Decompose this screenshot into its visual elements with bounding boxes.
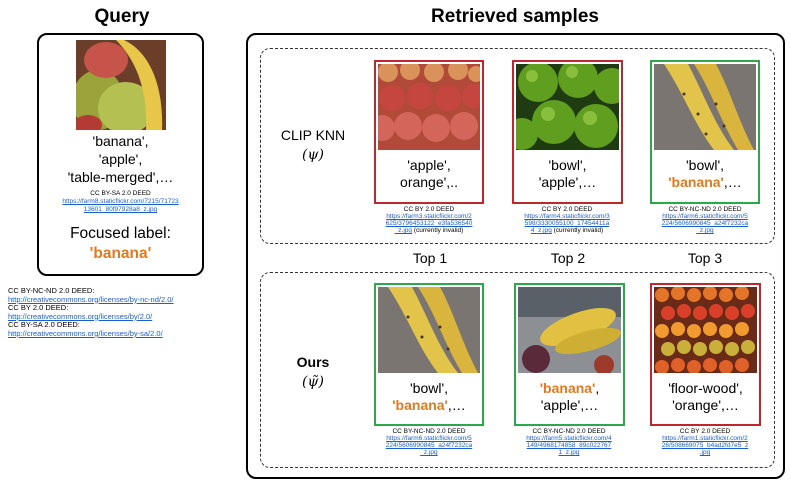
clip-card-1-label-2: orange',.. [400,174,458,190]
clip-1-license: CC BY 2.0 DEED [403,206,455,213]
clip-2-url-3-link[interactable]: 4_z.jpg [530,227,552,234]
clip-card-3-label-2: 'banana',… [652,174,758,191]
ours-card-1-label-1: 'bowl', [409,380,449,396]
legend-name-3: CC BY-SA 2.0 DEED: [8,320,80,330]
apples-oranges-photo-icon [378,64,480,150]
query-image [76,40,166,130]
clip-1-url-1[interactable]: https://farm3.staticflickr.com/2 [386,213,472,220]
fruit-photo-icon [76,40,166,130]
clip-3-license: CC BY-NC-ND 2.0 DEED [668,206,742,213]
ours-card-3-label-2: 'orange',… [672,397,739,413]
legend-url-1[interactable]: http://creativecommons.org/licenses/by-n… [8,294,174,304]
query-label-1: 'banana', [92,133,149,149]
legend-name-1: CC BY-NC-ND 2.0 DEED: [8,286,95,295]
legend-url-3[interactable]: http://creativecommons.org/licenses/by-s… [8,328,163,338]
ours-group [260,272,775,468]
ours-1-url-3[interactable]: _z.jpg [420,449,438,456]
top-1-label: Top 1 [412,250,448,266]
ours-3-url-3[interactable]: .jpg [699,449,711,456]
ours-card-2-image [518,287,621,373]
focused-label-value: 'banana' [89,245,152,262]
clip-2-url-1[interactable]: https://farm4.staticflickr.com/3 [524,213,610,220]
ours-2-url-1[interactable]: https://farm5.staticflickr.com/4 [526,435,612,442]
ours-card-1-focus: 'banana' [392,397,448,413]
bananas-photo-icon [654,64,756,150]
clip-knn-group [260,48,775,244]
ours-card-2-rest: , [595,380,600,396]
clip-2-url-3: 4_z.jpg (currently invalid) [508,227,626,235]
clip-1-url-2[interactable]: 625/3796453122_e3fa536540 [385,220,473,227]
legend-name-2: CC BY 2.0 DEED: [8,303,69,313]
query-url-1[interactable]: https://farm8.staticflickr.com/7215/7172… [62,198,179,205]
ours-card-1-label-2: 'banana',… [376,397,482,414]
legend-url-2[interactable]: http://creativecommons.org/licenses/by/2… [8,311,153,321]
ours-3-license: CC BY 2.0 DEED [679,428,731,435]
clip-card-1[interactable] [374,60,484,204]
ours-card-2-label-1: 'banana', [516,380,623,397]
clip-card-3-image [654,64,756,150]
clip-card-2-label-2: 'apple',… [538,174,597,190]
clip-card-1-image [378,64,480,150]
clip-card-2-image [516,64,619,150]
green-apples-photo-icon [516,64,619,150]
clip-1-url-3: _z.jpg (currently invalid) [370,227,488,235]
clip-card-1-label-1: 'apple', [407,157,451,173]
ours-card-3-label-1: 'floor-wood', [668,380,743,396]
query-license: CC BY-SA 2.0 DEED [90,190,151,197]
clip-card-2-label-1: 'bowl', [548,157,587,173]
ours-1-url-2[interactable]: 224/5606990845_a24f7232ca [385,442,473,449]
license-legend: CC BY-NC-ND 2.0 DEED: http://creativecom… [8,286,174,339]
banana-bowl-photo-icon [518,287,621,373]
ours-card-1-image [378,287,480,373]
ours-2-url-3[interactable]: 1_z.jpg [558,449,580,456]
ours-2-url-2[interactable]: 149/4968174858_89c022767 [526,442,612,449]
clip-card-3-focus: 'banana' [668,174,724,190]
ours-row-symbol: (ψ̃) [302,374,324,390]
focused-label-text: Focused label: [70,225,171,242]
clip-row-symbol: (ψ) [302,147,324,163]
clip-row-name: CLIP KNN [280,127,346,143]
clip-2-license: CC BY 2.0 DEED [541,206,593,213]
query-url-2[interactable]: 13601_80f97928a8_z.jpg [83,206,158,213]
clip-1-note: (currently invalid) [413,227,464,234]
clip-2-url-2[interactable]: 598/3330055100_17454411a [524,220,610,227]
clip-1-url-3-link[interactable]: _z.jpg [394,227,413,234]
clip-card-3-rest: ,… [723,174,742,190]
clip-card-3-label-1: 'bowl', [685,157,725,173]
bananas-photo-icon [378,287,480,373]
ours-card-1[interactable] [374,283,484,426]
clip-card-3[interactable] [650,60,760,204]
fruit-market-photo-icon [654,287,757,373]
clip-card-2[interactable] [512,60,623,204]
ours-1-license: CC BY-NC-ND 2.0 DEED [392,428,466,435]
ours-card-2-focus: 'banana' [539,380,596,396]
ours-3-url-1[interactable]: https://farm1.staticflickr.com/2 [662,435,748,442]
top-2-label: Top 2 [550,250,586,266]
ours-3-url-2[interactable]: 26/508669075_b4ad2fd7e5_z [661,442,749,449]
ours-card-1-rest: ,… [447,397,466,413]
retrieved-panel [246,33,785,479]
ours-card-2-label-2: 'apple',… [540,397,599,413]
query-panel [37,33,204,276]
retrieved-header: Retrieved samples [431,6,599,27]
query-label-2: 'apple', [98,151,143,167]
query-label-3: 'table-merged',… [67,169,174,185]
ours-card-3[interactable] [650,283,761,426]
clip-3-url-2[interactable]: 224/5606990845_a24f7232ca [661,220,749,227]
clip-3-url-1[interactable]: https://farm6.staticflickr.com/5 [662,213,748,220]
query-header: Query [94,6,150,27]
clip-3-url-3[interactable]: _z.jpg [696,227,714,234]
ours-row-name: Ours [296,354,330,370]
clip-2-note: (currently invalid) [553,227,604,234]
ours-card-3-image [654,287,757,373]
top-3-label: Top 3 [687,250,723,266]
ours-2-license: CC BY-NC-ND 2.0 DEED [532,428,606,435]
ours-1-url-1[interactable]: https://farm6.staticflickr.com/5 [386,435,472,442]
ours-card-2[interactable] [514,283,625,426]
